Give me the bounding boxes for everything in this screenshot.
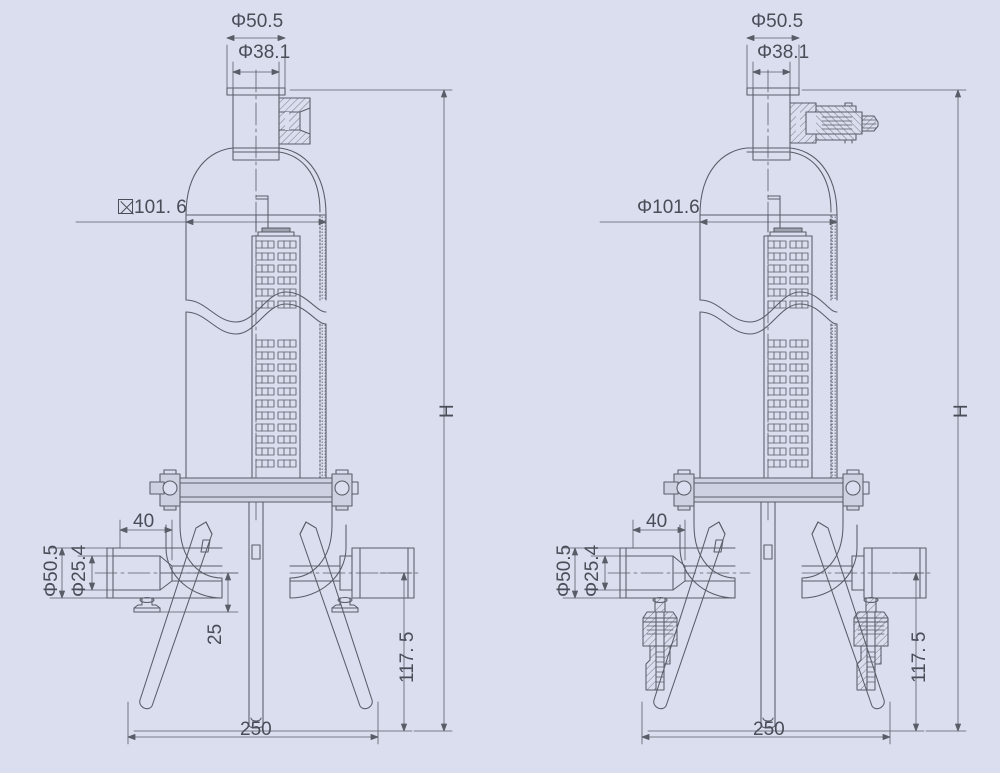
element-slot-row	[767, 363, 809, 372]
element-slot-row	[255, 252, 297, 261]
element-slot-row	[255, 423, 297, 432]
filter-element	[251, 227, 301, 479]
right-dimensions	[562, 35, 967, 745]
element-slot-row	[255, 300, 297, 309]
element-slot-row	[255, 276, 297, 285]
element-slot-row	[767, 399, 809, 408]
element-slot-row	[767, 447, 809, 456]
dim-label-base-span-left: 250	[240, 719, 272, 740]
element-slot-row	[767, 276, 809, 285]
dim-label-overall-height-right: H	[951, 404, 972, 418]
element-slot-row	[255, 288, 297, 297]
internal-standpipe	[767, 195, 781, 233]
dim-label-outlet-centre-height-right: 117. 5	[909, 631, 930, 683]
clamp-flange	[149, 469, 359, 511]
element-slot-row	[767, 264, 809, 273]
drain-valve-section	[853, 596, 889, 691]
element-slot-row	[255, 363, 297, 372]
dim-label-drain-offset-left: 25	[205, 623, 226, 645]
dim-label-base-span-right: 250	[753, 719, 785, 740]
element-slot-row	[767, 240, 809, 249]
lower-manifold	[679, 501, 858, 729]
tripod-legs	[139, 521, 373, 710]
filter-element	[763, 227, 813, 479]
box-cross-phi-icon	[118, 199, 133, 214]
dim-label-body-diameter-right: Φ101.6	[637, 197, 700, 218]
element-slot-row	[767, 435, 809, 444]
element-slot-row	[767, 339, 809, 348]
dim-label-outlet-flange-od-right: Φ50.5	[554, 544, 575, 597]
tripod-legs	[653, 521, 885, 710]
element-slot-row	[767, 252, 809, 261]
right-outlet-nozzle	[289, 547, 421, 613]
drain-valve	[331, 596, 359, 613]
dim-label-outlet-pipe-id-left: Φ25.4	[69, 544, 90, 597]
dim-label-top-neck-id-right: Φ38.1	[757, 42, 810, 63]
element-slot-row	[767, 300, 809, 309]
element-slot-row	[767, 411, 809, 420]
element-slot-row	[767, 288, 809, 297]
element-slot-row	[767, 351, 809, 360]
dim-label-body-diameter-left: 101. 6	[118, 198, 187, 217]
element-slot-row	[767, 387, 809, 396]
dim-label-top-flange-od-left: Φ50.5	[231, 11, 284, 32]
dim-label-outlet-pipe-id-right: Φ25.4	[582, 544, 603, 597]
element-slot-row	[255, 375, 297, 384]
element-slot-row	[767, 423, 809, 432]
drain-valve-section	[642, 596, 678, 691]
dim-label-outlet-centre-height-left: 117. 5	[397, 631, 418, 683]
hose-barb-fitting	[789, 102, 879, 144]
drain-valve	[133, 596, 161, 613]
element-slot-row	[255, 339, 297, 348]
vessel-body	[699, 214, 838, 479]
vent-port	[278, 97, 311, 145]
clamp-flange	[663, 469, 870, 511]
element-slot-row	[255, 399, 297, 408]
dim-label-nozzle-projection-left: 40	[133, 511, 155, 532]
dim-label-outlet-flange-od-left: Φ50.5	[41, 544, 62, 597]
dim-label-nozzle-projection-right: 40	[646, 511, 668, 532]
vessel-body	[185, 214, 327, 479]
right-assembly	[607, 69, 933, 729]
vessel-dome	[699, 147, 838, 216]
element-slot-row	[255, 264, 297, 273]
left-outlet-nozzle	[607, 547, 751, 691]
dim-label-top-neck-id-left: Φ38.1	[238, 42, 291, 63]
element-slot-row	[255, 387, 297, 396]
left-assembly	[94, 69, 421, 729]
element-slot-row	[767, 459, 809, 468]
element-slot-row	[255, 447, 297, 456]
element-slot-row	[767, 375, 809, 384]
element-slot-row	[255, 411, 297, 420]
lower-manifold	[165, 501, 347, 729]
internal-standpipe	[255, 195, 269, 233]
element-slot-row	[255, 351, 297, 360]
dim-label-overall-height-left: H	[437, 404, 458, 418]
dim-label-body-diameter-left-value: 101. 6	[134, 197, 187, 218]
left-dimensions	[49, 35, 453, 745]
element-slot-row	[255, 435, 297, 444]
dim-label-top-flange-od-right: Φ50.5	[751, 11, 804, 32]
element-slot-row	[255, 459, 297, 468]
element-slot-row	[255, 240, 297, 249]
